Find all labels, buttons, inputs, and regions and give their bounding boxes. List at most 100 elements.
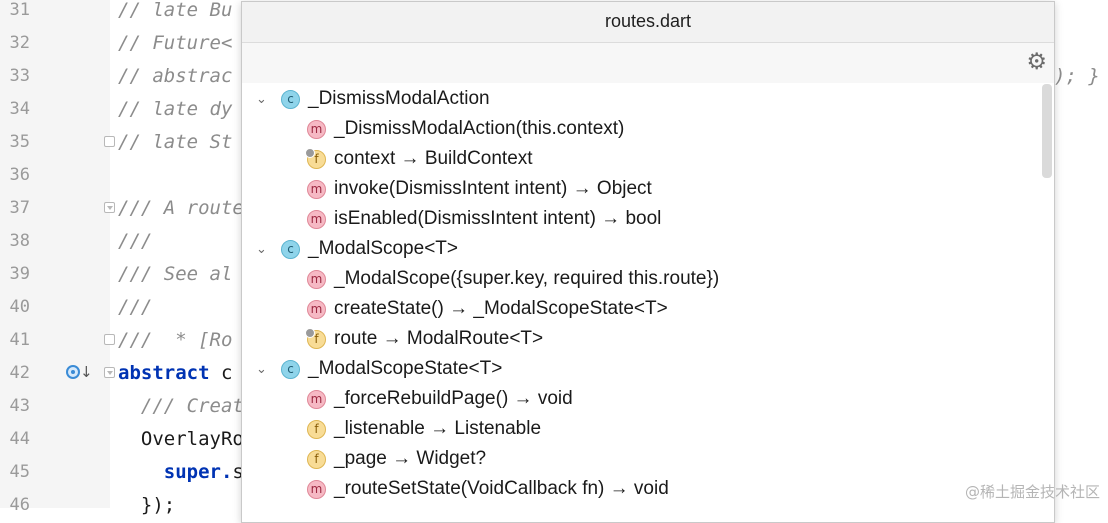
- class-icon: c: [281, 239, 300, 259]
- code-line[interactable]: // late dy: [118, 93, 232, 126]
- class-node[interactable]: ⌄ c _ModalScopeState<T>: [242, 354, 1040, 384]
- node-label: isEnabled(DismissIntent intent) → bool: [334, 208, 662, 229]
- lock-icon: [305, 327, 315, 338]
- method-icon: m: [307, 389, 326, 409]
- line-number: 36: [9, 165, 30, 185]
- node-label: _DismissModalAction: [308, 88, 490, 109]
- code-token: s: [232, 461, 244, 483]
- field-icon: f: [307, 449, 326, 469]
- code-token: // late dy: [118, 98, 233, 120]
- code-line[interactable]: ///: [118, 225, 152, 258]
- code-line[interactable]: /// See al: [118, 258, 232, 291]
- node-label: _listenable → Listenable: [334, 418, 542, 439]
- line-number: 45: [9, 462, 30, 482]
- chevron-down-icon[interactable]: ⌄: [256, 91, 267, 107]
- method-icon: m: [307, 119, 326, 139]
- code-line[interactable]: });: [118, 489, 175, 522]
- line-number: 37: [9, 198, 30, 218]
- fold-marker[interactable]: [104, 202, 115, 213]
- go-to-implementation-arrow-icon[interactable]: ↓: [80, 363, 93, 381]
- node-label: _routeSetState(VoidCallback fn) → void: [334, 478, 669, 499]
- method-icon: m: [307, 269, 326, 289]
- line-number: 31: [9, 0, 30, 20]
- code-line[interactable]: super.s: [118, 456, 244, 489]
- code-line[interactable]: // abstrac: [118, 60, 232, 93]
- code-line[interactable]: ///: [118, 291, 152, 324]
- code-line[interactable]: /// A route: [118, 192, 244, 225]
- line-number: 43: [9, 396, 30, 416]
- code-token: ///: [118, 230, 153, 252]
- editor-gutter: [0, 0, 110, 508]
- code-line[interactable]: OverlayRo: [118, 423, 244, 456]
- code-token: // abstrac: [118, 65, 233, 87]
- code-line[interactable]: abstract c: [118, 357, 232, 390]
- scrollbar[interactable]: [1042, 84, 1052, 178]
- class-icon: c: [281, 359, 300, 379]
- code-line[interactable]: /// * [Ro: [118, 324, 232, 357]
- line-number: 44: [9, 429, 30, 449]
- code-line[interactable]: // Future<: [118, 27, 232, 60]
- node-label: _ModalScope<T>: [308, 238, 458, 259]
- node-label: createState() → _ModalScopeState<T>: [334, 298, 668, 319]
- node-label: invoke(DismissIntent intent) → Object: [334, 178, 652, 199]
- node-label: _ModalScope({super.key, required this.ro…: [334, 268, 720, 289]
- chevron-down-icon[interactable]: ⌄: [256, 241, 267, 257]
- line-number: 42: [9, 363, 30, 383]
- code-token: // late St: [118, 131, 233, 153]
- lock-icon: [305, 147, 315, 158]
- class-node[interactable]: ⌄ c _DismissModalAction: [242, 84, 1040, 114]
- field-icon: f: [307, 419, 326, 439]
- code-token: // late Bu: [118, 0, 233, 21]
- code-line[interactable]: /// Creat: [118, 390, 244, 423]
- code-token: OverlayRo: [118, 428, 244, 450]
- line-number: 46: [9, 495, 30, 515]
- method-node[interactable]: m invoke(DismissIntent intent) → Object: [242, 174, 1040, 204]
- popup-header: routes.dart: [242, 2, 1054, 43]
- code-line-fragment: ); }: [1054, 65, 1100, 87]
- implementation-icon[interactable]: [66, 365, 80, 379]
- line-number: 34: [9, 99, 30, 119]
- code-line[interactable]: // late St: [118, 126, 232, 159]
- line-number: 38: [9, 231, 30, 251]
- method-icon: m: [307, 209, 326, 229]
- code-token: });: [118, 494, 176, 516]
- class-icon: c: [281, 89, 300, 109]
- node-label: _DismissModalAction(this.context): [334, 118, 625, 139]
- node-label: context → BuildContext: [334, 148, 533, 169]
- code-line[interactable]: // late Bu: [118, 0, 232, 27]
- fold-marker[interactable]: [104, 136, 115, 147]
- node-label: _page → Widget?: [334, 448, 487, 469]
- method-node[interactable]: m _routeSetState(VoidCallback fn) → void: [242, 474, 1040, 504]
- class-node[interactable]: ⌄ c _ModalScope<T>: [242, 234, 1040, 264]
- field-node[interactable]: f _page → Widget?: [242, 444, 1040, 474]
- chevron-down-icon[interactable]: ⌄: [256, 361, 267, 377]
- code-token: // Future<: [118, 32, 233, 54]
- code-token: super.: [118, 461, 233, 483]
- method-icon: m: [307, 479, 326, 499]
- method-node[interactable]: m _DismissModalAction(this.context): [242, 114, 1040, 144]
- line-number: 35: [9, 132, 30, 152]
- method-node[interactable]: m createState() → _ModalScopeState<T>: [242, 294, 1040, 324]
- code-token: /// Creat: [118, 395, 244, 417]
- method-icon: m: [307, 179, 326, 199]
- fold-marker[interactable]: [104, 367, 115, 378]
- code-token: abstract: [118, 362, 210, 384]
- field-node[interactable]: f _listenable → Listenable: [242, 414, 1040, 444]
- method-icon: m: [307, 299, 326, 319]
- code-token: /// A route: [118, 197, 244, 219]
- line-number: 39: [9, 264, 30, 284]
- node-label: _forceRebuildPage() → void: [334, 388, 573, 409]
- line-number: 40: [9, 297, 30, 317]
- fold-marker[interactable]: [104, 334, 115, 345]
- field-icon: f: [305, 327, 326, 349]
- method-node[interactable]: m isEnabled(DismissIntent intent) → bool: [242, 204, 1040, 234]
- method-node[interactable]: m _ModalScope({super.key, required this.r…: [242, 264, 1040, 294]
- gear-icon[interactable]: ⚙: [1026, 49, 1047, 75]
- node-label: _ModalScopeState<T>: [308, 358, 503, 379]
- method-node[interactable]: m _forceRebuildPage() → void: [242, 384, 1040, 414]
- code-token: /// * [Ro: [118, 329, 233, 351]
